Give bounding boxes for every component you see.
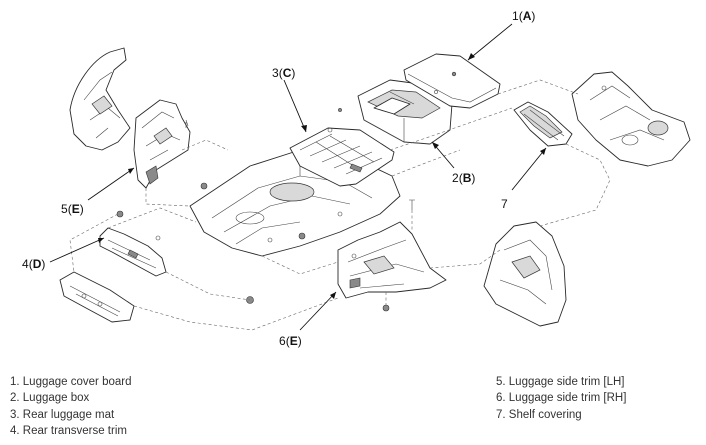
callout-5-letter: E: [71, 202, 80, 216]
part-5-luggage-side-trim-lh: [133, 99, 191, 189]
part-2-luggage-box: [338, 79, 453, 145]
callout-5: 5(E): [61, 202, 84, 216]
callout-7-number: 7: [501, 197, 508, 211]
callout-4-letter: D: [32, 257, 42, 271]
assembly-dashed-lines: [69, 79, 611, 331]
right-wheel-arch: [483, 221, 567, 327]
part-6-luggage-side-trim-rh: [337, 221, 447, 299]
left-body-panel: [69, 47, 131, 151]
callout-2-number: 2: [452, 171, 459, 185]
legend-item-5: 5. Luggage side trim [LH]: [496, 376, 625, 388]
right-body-structure: [571, 71, 691, 167]
callout-1-number: 1: [512, 9, 519, 23]
legend-right-column: 5. Luggage side trim [LH] 6. Luggage sid…: [496, 374, 626, 423]
callout-4-number: 4: [22, 257, 29, 271]
callout-3: 3(C): [272, 66, 296, 80]
legend-left-column: 1. Luggage cover board 2. Luggage box 3.…: [10, 374, 131, 439]
part-7-shelf-covering: [513, 101, 573, 147]
callout-3-number: 3: [272, 66, 279, 80]
callout-1: 1(A): [512, 9, 536, 23]
legend-item-3: 3. Rear luggage mat: [10, 408, 115, 421]
legend-item-4: 4. Rear transverse trim: [10, 424, 127, 437]
legend-item-7: 7. Shelf covering: [496, 408, 582, 421]
leader-lines: [49, 23, 547, 331]
part-4-rear-transverse-trim: [99, 227, 167, 277]
callout-6: 6(E): [279, 334, 302, 348]
callout-6-letter: E: [289, 334, 298, 348]
callout-3-letter: C: [282, 66, 292, 80]
callout-7: 7: [501, 197, 508, 211]
callout-6-number: 6: [279, 334, 286, 348]
callout-2-letter: B: [462, 171, 472, 185]
legend-item-1: 1. Luggage cover board: [10, 376, 132, 388]
callout-2: 2(B): [452, 171, 476, 185]
part-3-rear-luggage-mat: [289, 127, 395, 187]
rear-bumper-beam: [59, 271, 135, 323]
legend-item-2: 2. Luggage box: [10, 392, 90, 405]
callout-1-letter: A: [522, 9, 532, 23]
exploded-parts-diagram: [49, 23, 691, 331]
legend-item-6: 6. Luggage side trim [RH]: [496, 392, 627, 405]
callout-4: 4(D): [22, 257, 46, 271]
callout-5-number: 5: [61, 202, 68, 216]
